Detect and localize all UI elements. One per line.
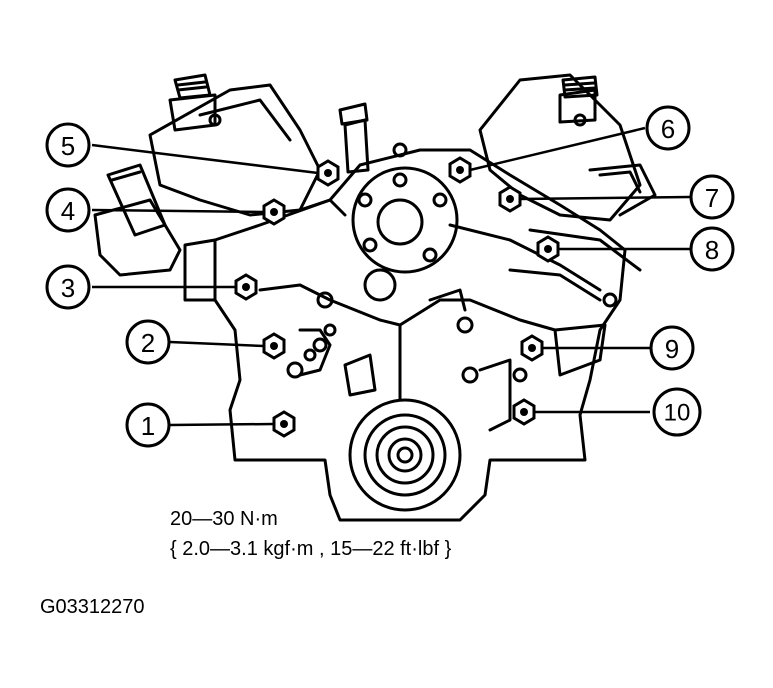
callout-label-10: 10 <box>664 400 691 427</box>
water-pump <box>338 102 459 302</box>
callout-circle-2 <box>125 319 171 365</box>
left-coil <box>93 163 182 277</box>
figure-id: G03312270 <box>40 596 145 618</box>
callout-circle-1 <box>125 402 171 448</box>
timing-cover <box>183 142 642 522</box>
leader-lines <box>91 126 691 427</box>
callout-label-4: 4 <box>61 196 75 226</box>
callout-label-7: 7 <box>705 183 719 213</box>
callout-circle-9 <box>649 325 695 371</box>
callout-circle-5 <box>45 122 91 168</box>
callout-circle-6 <box>645 105 691 151</box>
callout-circle-3 <box>45 264 91 310</box>
callout-label-2: 2 <box>141 328 155 358</box>
callout-circle-4 <box>45 187 91 233</box>
torque-spec-metric: 20—30 N·m <box>170 508 278 530</box>
callout-label-1: 1 <box>141 411 155 441</box>
callout-label-9: 9 <box>665 334 679 364</box>
callout-label-8: 8 <box>705 235 719 265</box>
callout-label-3: 3 <box>61 273 75 303</box>
callout-label-6: 6 <box>661 114 675 144</box>
left-valve-cover <box>148 73 322 217</box>
crankshaft-pulley <box>348 398 462 512</box>
callout-label-5: 5 <box>61 131 75 161</box>
bolt-centers <box>242 166 552 428</box>
callout-circle-7 <box>689 174 735 220</box>
callout-circles <box>45 105 735 448</box>
callout-circle-8 <box>689 226 735 272</box>
right-valve-cover <box>478 73 657 222</box>
torque-spec-alternate: { 2.0—3.1 kgf·m , 15—22 ft·lbf } <box>170 538 452 560</box>
callout-circle-10 <box>652 387 702 437</box>
